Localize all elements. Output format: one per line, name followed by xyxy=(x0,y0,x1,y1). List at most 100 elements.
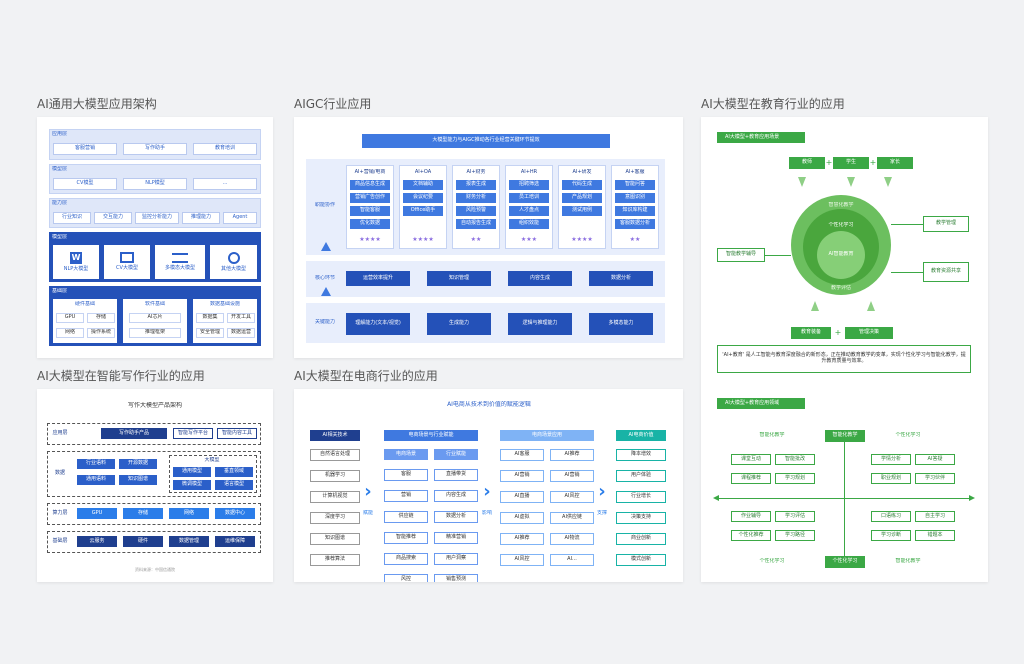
arch-item: ... xyxy=(193,178,257,190)
ecom-item: 精准营销 xyxy=(434,532,478,544)
edu-field-node: 作业辅导 xyxy=(731,511,771,522)
arch-base-group xyxy=(53,299,117,343)
ecom-item: AI营销 xyxy=(500,470,544,482)
edu-quadrant-label: 智能化教学 xyxy=(895,558,921,564)
arch-base-item: 推理框架 xyxy=(129,328,181,338)
arch-base-group-title: 软件基础 xyxy=(144,301,165,307)
arch-item: 交互能力 xyxy=(94,212,132,224)
down-arrow-icon xyxy=(884,177,892,187)
down-arrow-icon xyxy=(798,177,806,187)
edu-bottom-node: 教育装备 xyxy=(791,327,831,339)
chevron-right-icon: › xyxy=(598,482,606,502)
arch-base-item: 网络 xyxy=(56,328,84,338)
ecom-item: 营销 xyxy=(384,490,428,502)
rating-stars-icon: ★★★★ xyxy=(359,236,381,243)
arch-section-label: 能力层 xyxy=(52,200,68,207)
ecom-item: 推荐算法 xyxy=(310,554,360,566)
ecom-arrow-label: 影响 xyxy=(481,510,492,516)
arch-model-tile: 其他大模型 xyxy=(210,245,257,279)
aigc-module-title: AI+HR xyxy=(520,169,538,175)
aigc-module-title: AI+研发 xyxy=(572,169,592,175)
aigc-module-item: 商品信息生成 xyxy=(350,180,390,190)
arch-model-tile: CV大模型 xyxy=(104,245,150,279)
aigc-module-item: 知识库构建 xyxy=(615,206,655,216)
edu-side-node: 教育资源共享 xyxy=(923,262,969,282)
ecom-item: AI虚拟 xyxy=(500,512,544,524)
edu-field-node: 个性化推荐 xyxy=(731,530,771,541)
ecom-item: AI客服 xyxy=(500,449,544,461)
arch-card[interactable]: 应用层 客服营销 写作助手 教育培训 模型层 CV模型 NLP模型 ... 能力… xyxy=(37,117,273,358)
edu-field-node: 职业规划 xyxy=(871,473,911,484)
ecom-item: 数据分析 xyxy=(434,511,478,523)
aigc-key-item: 理解能力(文本/视觉) xyxy=(346,313,410,335)
aigc-module-item: Office助手 xyxy=(403,206,443,216)
aigc-module-title: AI+财务 xyxy=(466,169,486,175)
aigc-module-item: 智能客服 xyxy=(350,206,390,216)
aigc-card[interactable]: 大模型能力与AIGC推动各行业经营关键环节提效 职能协作 核心环节 关键能力 A… xyxy=(294,117,683,358)
ecom-item: 用户体验 xyxy=(616,470,666,482)
multimodal-icon xyxy=(172,252,188,263)
plus-icon: + xyxy=(825,158,833,168)
write-app-item: 智能写作平台 xyxy=(173,428,213,439)
aigc-module-item: 招聘筛选 xyxy=(509,180,549,190)
aigc-module-title: AI+客服 xyxy=(625,169,645,175)
edu-connector xyxy=(765,255,791,256)
arch-base-item: 开发工具 xyxy=(227,313,255,323)
arch-model-tile: W NLP大模型 xyxy=(53,245,99,279)
edu-quadrant-label: 智能化教学 xyxy=(759,432,785,438)
ecom-item: 计算机视觉 xyxy=(310,491,360,503)
edu-circle-label: AI智能教育 xyxy=(828,251,854,257)
plus-icon: + xyxy=(869,158,877,168)
ecom-item: AI供应链 xyxy=(550,512,594,524)
rating-stars-icon: ★★ xyxy=(470,236,482,243)
edu-field-node: 自主学习 xyxy=(915,511,955,522)
ecom-item: AI风控 xyxy=(500,554,544,566)
edu-field-node: 学习评估 xyxy=(775,511,815,522)
aigc-core-item: 运营效率提升 xyxy=(346,271,410,286)
title-aigc: AIGC行业应用 xyxy=(294,97,372,111)
ecom-item: 客服 xyxy=(384,469,428,481)
edu-field-node: 学情分析 xyxy=(871,454,911,465)
plus-icon: + xyxy=(834,328,842,338)
arch-item: 行业知识 xyxy=(53,212,91,224)
aigc-module-item: 会议纪要 xyxy=(403,193,443,203)
edu-quadrant-label: 个性化学习 xyxy=(895,432,921,438)
arch-item: 教育培训 xyxy=(193,143,257,155)
write-card[interactable]: 写作大模型产品架构 应用层 数据 算力层 基础层 写作助手产品 智能写作平台 智… xyxy=(37,389,273,582)
aigc-module-item: 产品规划 xyxy=(562,193,602,203)
ecom-item: 知识图谱 xyxy=(310,533,360,545)
write-model-frame xyxy=(169,455,257,493)
edu-field-node: 课堂互动 xyxy=(731,454,771,465)
edu-field-node: 学习规划 xyxy=(775,473,815,484)
ecom-sub-title: 电商场景 xyxy=(384,449,428,460)
write-frame xyxy=(47,451,261,497)
edu-field-node: 学习诊断 xyxy=(871,530,911,541)
ecom-item: AI... xyxy=(550,554,594,566)
ecom-item: 直播带货 xyxy=(434,469,478,481)
write-data-item: 开源数据 xyxy=(119,459,157,469)
edu-field-node: 口语练习 xyxy=(871,511,911,522)
write-compute-item: 存储 xyxy=(123,508,163,519)
arch-base-group xyxy=(193,299,257,343)
write-model-item: 微调模型 xyxy=(173,480,211,490)
aigc-module-item: 员工培训 xyxy=(509,193,549,203)
edu-circle-label: 智慧化教学 xyxy=(828,202,854,208)
edu-circle-label: 个性化学习 xyxy=(828,222,854,228)
edu-card[interactable]: AI大模型+教育应用场景 教师 + 学生 + 家长 智慧化教学 个性化学习 AI… xyxy=(701,117,988,582)
ecom-item: AI推荐 xyxy=(550,449,594,461)
title-ecom: AI大模型在电商行业的应用 xyxy=(294,369,438,383)
up-arrow-icon xyxy=(811,301,819,311)
arch-base-item: 存储 xyxy=(87,313,115,323)
ecom-item: 风控 xyxy=(384,574,428,582)
arch-item: NLP模型 xyxy=(123,178,187,190)
ecom-item: AI风控 xyxy=(550,491,594,503)
rating-stars-icon: ★★ xyxy=(629,236,641,243)
write-frame xyxy=(47,503,261,525)
arch-section-label: 模型层 xyxy=(52,166,68,173)
ecom-item: 用户洞察 xyxy=(434,553,478,565)
ecom-card[interactable]: AI电商从技术到价值的赋能逻辑 AI相关技术自然语言处理机器学习计算机视觉深度学… xyxy=(294,389,683,582)
ecom-title: AI电商从技术到价值的赋能逻辑 xyxy=(447,401,531,408)
arch-model-tile: 多模态大模型 xyxy=(155,245,205,279)
left-arrow-icon xyxy=(713,495,719,501)
ecom-item: 降本增效 xyxy=(616,449,666,461)
